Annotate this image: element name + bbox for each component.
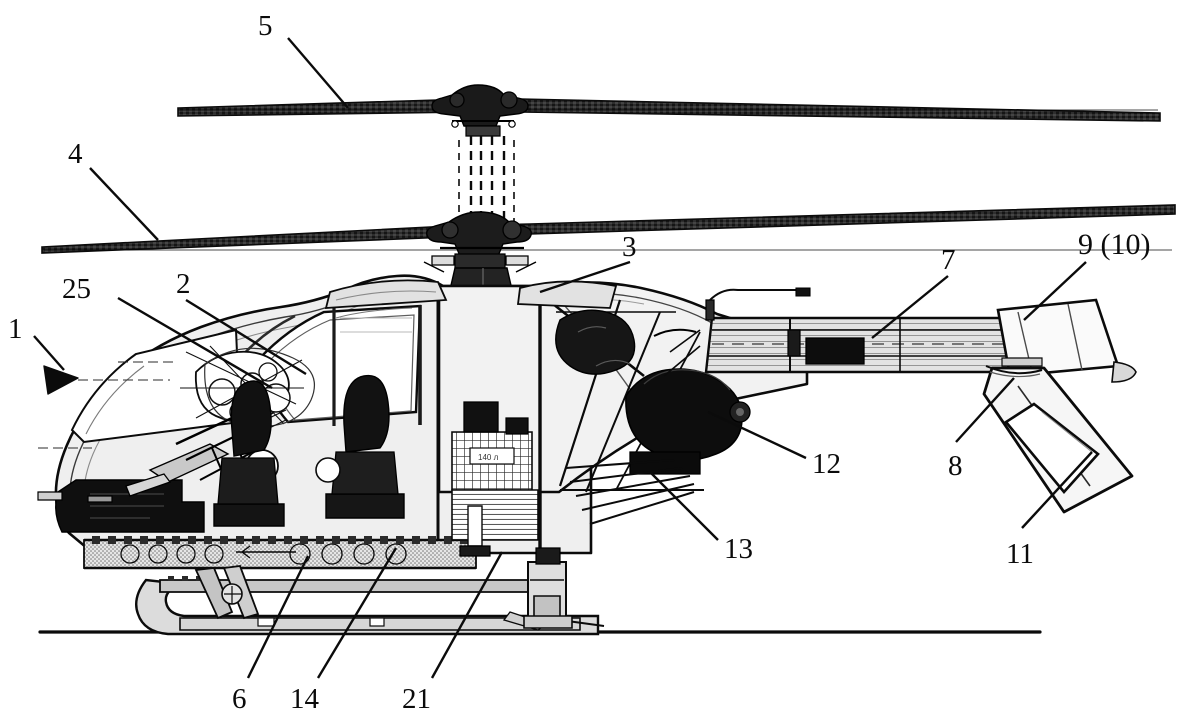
leader-14 <box>316 547 398 679</box>
callout-label-12: 12 <box>812 448 841 480</box>
leader-3 <box>539 260 631 294</box>
upper-rotor-hub <box>431 84 529 137</box>
leader-11 <box>1021 451 1093 529</box>
engine-cowl-structures <box>555 309 636 375</box>
nose-avionics-bay <box>37 479 205 533</box>
callout-leader-lines <box>33 37 1093 679</box>
aft-skid-strut <box>523 547 573 629</box>
cabin-rear-bay: 140 л <box>451 401 539 557</box>
leader-12 <box>707 410 807 460</box>
leader-21 <box>430 551 504 679</box>
leader-6 <box>246 555 310 679</box>
leader-4 <box>89 167 159 241</box>
leader-2 <box>185 298 307 376</box>
leader-1 <box>33 335 65 371</box>
upper-rotor-blade <box>177 98 1161 122</box>
lower-rotor-hub <box>423 211 537 273</box>
tail-boom-assembly <box>663 287 1014 377</box>
engine-assembly <box>625 328 751 475</box>
callout-label-13: 13 <box>724 533 753 565</box>
leader-25 <box>117 296 273 390</box>
callout-label-1: 1 <box>8 313 23 345</box>
leader-13 <box>649 471 719 541</box>
rotor-mast <box>458 136 515 225</box>
cabin-floor-structure <box>83 536 477 570</box>
callout-label-9-10: 9 (10) <box>1078 228 1151 261</box>
transmission-deck <box>324 279 618 309</box>
leader-5 <box>287 37 349 109</box>
horizontal-stabilizer <box>996 298 1120 378</box>
callout-label-2: 2 <box>176 268 191 300</box>
fin-root-fairing <box>985 357 1043 378</box>
callout-label-4: 4 <box>68 138 83 170</box>
pilot-seat <box>213 380 285 527</box>
callout-label-7: 7 <box>941 244 956 276</box>
tail-surfaces <box>982 298 1137 514</box>
callout-label-5: 5 <box>258 10 273 42</box>
forward-skid-strut <box>194 565 260 620</box>
leader-8 <box>955 377 1015 443</box>
lower-rotor-blade <box>41 204 1176 254</box>
fuselage-assembly: 140 л <box>37 274 809 570</box>
svg-text:140 л: 140 л <box>478 453 499 462</box>
thin-reference-lines <box>38 361 176 449</box>
callout-label-3: 3 <box>622 231 637 263</box>
callout-label-11: 11 <box>1006 538 1034 570</box>
callout-label-6: 6 <box>232 683 247 715</box>
callout-label-25: 25 <box>62 273 91 305</box>
callout-label-14: 14 <box>290 683 319 715</box>
callout-label-21: 21 <box>402 683 431 715</box>
leader-9-10 <box>1023 261 1087 321</box>
reference-arrowhead <box>43 365 79 395</box>
rear-bay-louvres <box>565 459 695 525</box>
leader-7 <box>871 275 949 339</box>
landing-gear-assembly <box>135 547 605 636</box>
tail-cone <box>1111 361 1137 383</box>
copilot-seat <box>315 374 405 519</box>
callout-label-8: 8 <box>948 450 963 482</box>
